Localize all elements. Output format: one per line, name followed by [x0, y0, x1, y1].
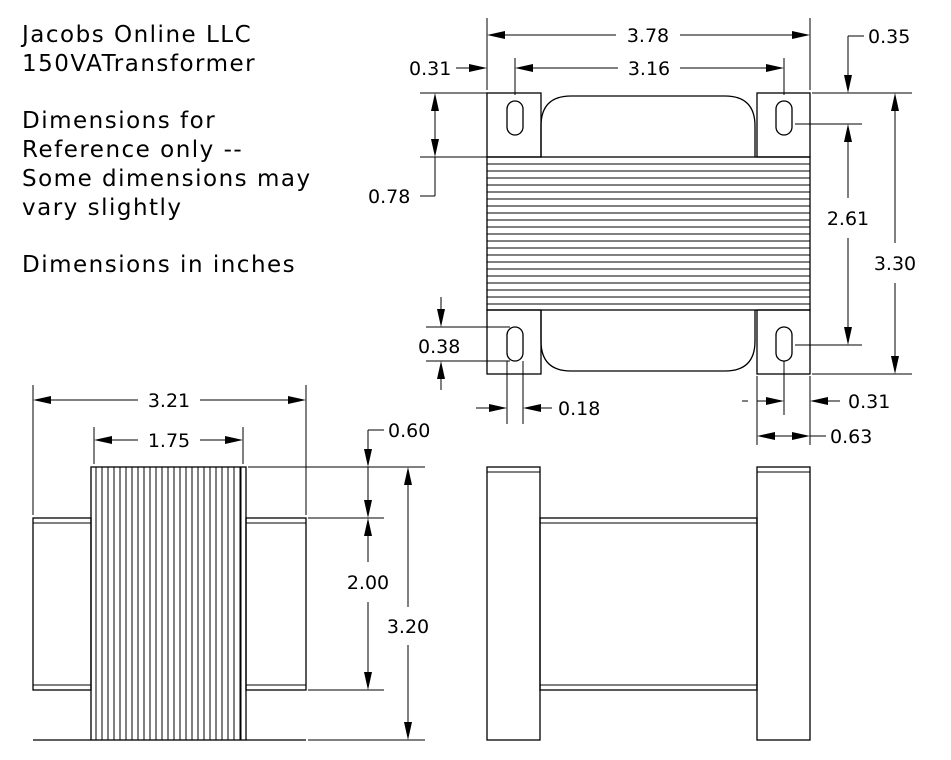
mount-slot-top-left [506, 100, 524, 136]
dim-side-core-width: 1.75 [148, 430, 190, 452]
dim-hole-vertical-spacing: 2.61 [827, 208, 869, 230]
front-view [486, 466, 811, 741]
disclaimer-line-3: Some dimensions may [22, 166, 312, 192]
dim-foot-width: 0.63 [830, 426, 872, 448]
notes-block: Jacobs Online LLC 150VATransformer Dimen… [20, 22, 312, 278]
dim-top-mount-spacing: 3.16 [628, 58, 670, 80]
front-bracket-left [486, 466, 541, 741]
top-view [486, 92, 811, 375]
front-bracket-right [756, 466, 811, 741]
dim-bracket-height: 0.78 [368, 186, 410, 208]
dim-side-top-offset: 0.60 [388, 420, 430, 442]
units-note: Dimensions in inches [22, 252, 296, 278]
mount-slot-bottom-right [775, 326, 793, 362]
dim-slot-width: 0.18 [558, 398, 600, 420]
coil-bottom-outline [540, 310, 756, 372]
dim-top-overall-height: 3.30 [874, 253, 916, 275]
mount-slot-bottom-left [506, 326, 524, 362]
dim-top-overall-width: 3.78 [627, 25, 669, 47]
dim-slot-length: 0.38 [418, 336, 460, 358]
bracket-ear-top-left [486, 92, 542, 158]
lamination-lines [487, 163, 810, 305]
dim-side-bracket-height: 2.00 [347, 572, 389, 594]
dim-side-overall-height: 3.20 [387, 616, 429, 638]
bracket-ear-bottom-left [486, 309, 542, 375]
top-view-dimensions: 3.78 3.16 0.31 0.35 0.78 2.61 [368, 18, 916, 448]
disclaimer-line-4: vary slightly [22, 195, 183, 221]
product-name: 150VATransformer [22, 51, 256, 77]
side-bracket-left [32, 517, 92, 691]
coil-top-outline [540, 95, 756, 157]
dim-top-right-offset: 0.35 [868, 26, 910, 48]
disclaimer-line-1: Dimensions for [22, 108, 216, 134]
bracket-ear-top-right [756, 92, 811, 158]
side-view-dimensions: 3.21 1.75 0.60 2.00 3.20 [32, 385, 430, 741]
side-view [32, 466, 307, 741]
front-coil [539, 517, 758, 691]
dim-top-left-offset: 0.31 [409, 58, 451, 80]
dim-side-overall-width: 3.21 [148, 390, 190, 412]
dim-slot-edge-offset: 0.31 [848, 391, 890, 413]
side-bracket-right [245, 517, 307, 691]
mount-slot-top-right [775, 100, 793, 136]
company-name: Jacobs Online LLC [20, 22, 252, 48]
disclaimer-line-2: Reference only -- [22, 137, 243, 163]
side-lamination-lines [101, 467, 241, 740]
